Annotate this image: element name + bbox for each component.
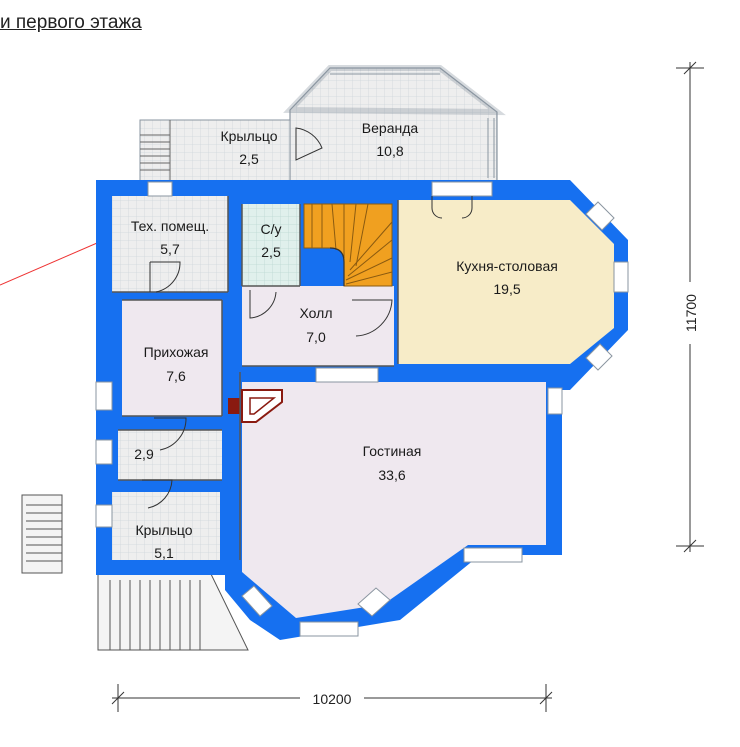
closet-area: 2,9 [134,446,154,462]
bath-floor [242,204,300,286]
kitchen-name: Кухня-столовая [456,258,558,274]
tech-room-floor [112,196,228,292]
kitchen-floor [398,200,614,364]
width-dimension: 10200 [313,691,352,707]
plan-title: и первого этажа [0,12,142,33]
veranda-glazing [330,67,495,178]
width-label-bg [300,690,364,708]
living-area: 33,6 [378,467,405,483]
fireplace [228,389,283,423]
entry-name: Прихожая [144,344,209,360]
porch-bottom [21,494,249,651]
porch-top-area: 2,5 [239,151,259,167]
tech-room-name: Тех. помещ. [131,218,209,234]
hall-name: Холл [300,305,333,321]
room-labels: Крыльцо 2,5 Веранда 10,8 Тех. помещ. 5,7… [131,120,558,561]
pointer-line [0,239,105,286]
entry-area: 7,6 [166,368,186,384]
windows [95,181,629,637]
porch-bottom-name: Крыльцо [135,522,192,538]
living-floor [242,382,546,618]
staircase [303,203,393,287]
hall-floor [242,286,394,366]
hall-area: 7,0 [306,329,326,345]
door-swings [142,127,473,509]
height-label-bg [682,282,700,344]
veranda-area: 10,8 [376,143,403,159]
living-name: Гостиная [363,443,422,459]
closet-floor [118,430,222,480]
bath-name: С/у [261,221,282,237]
veranda-name: Веранда [362,120,419,136]
porch-bottom-area: 5,1 [154,545,174,561]
entry-floor [122,300,222,416]
bath-area: 2,5 [261,244,281,260]
porch-floor [112,492,220,560]
height-dimension: 11700 [683,294,699,332]
tech-room-area: 5,7 [160,241,180,257]
porch-top-name: Крыльцо [220,128,277,144]
kitchen-area: 19,5 [493,281,520,297]
